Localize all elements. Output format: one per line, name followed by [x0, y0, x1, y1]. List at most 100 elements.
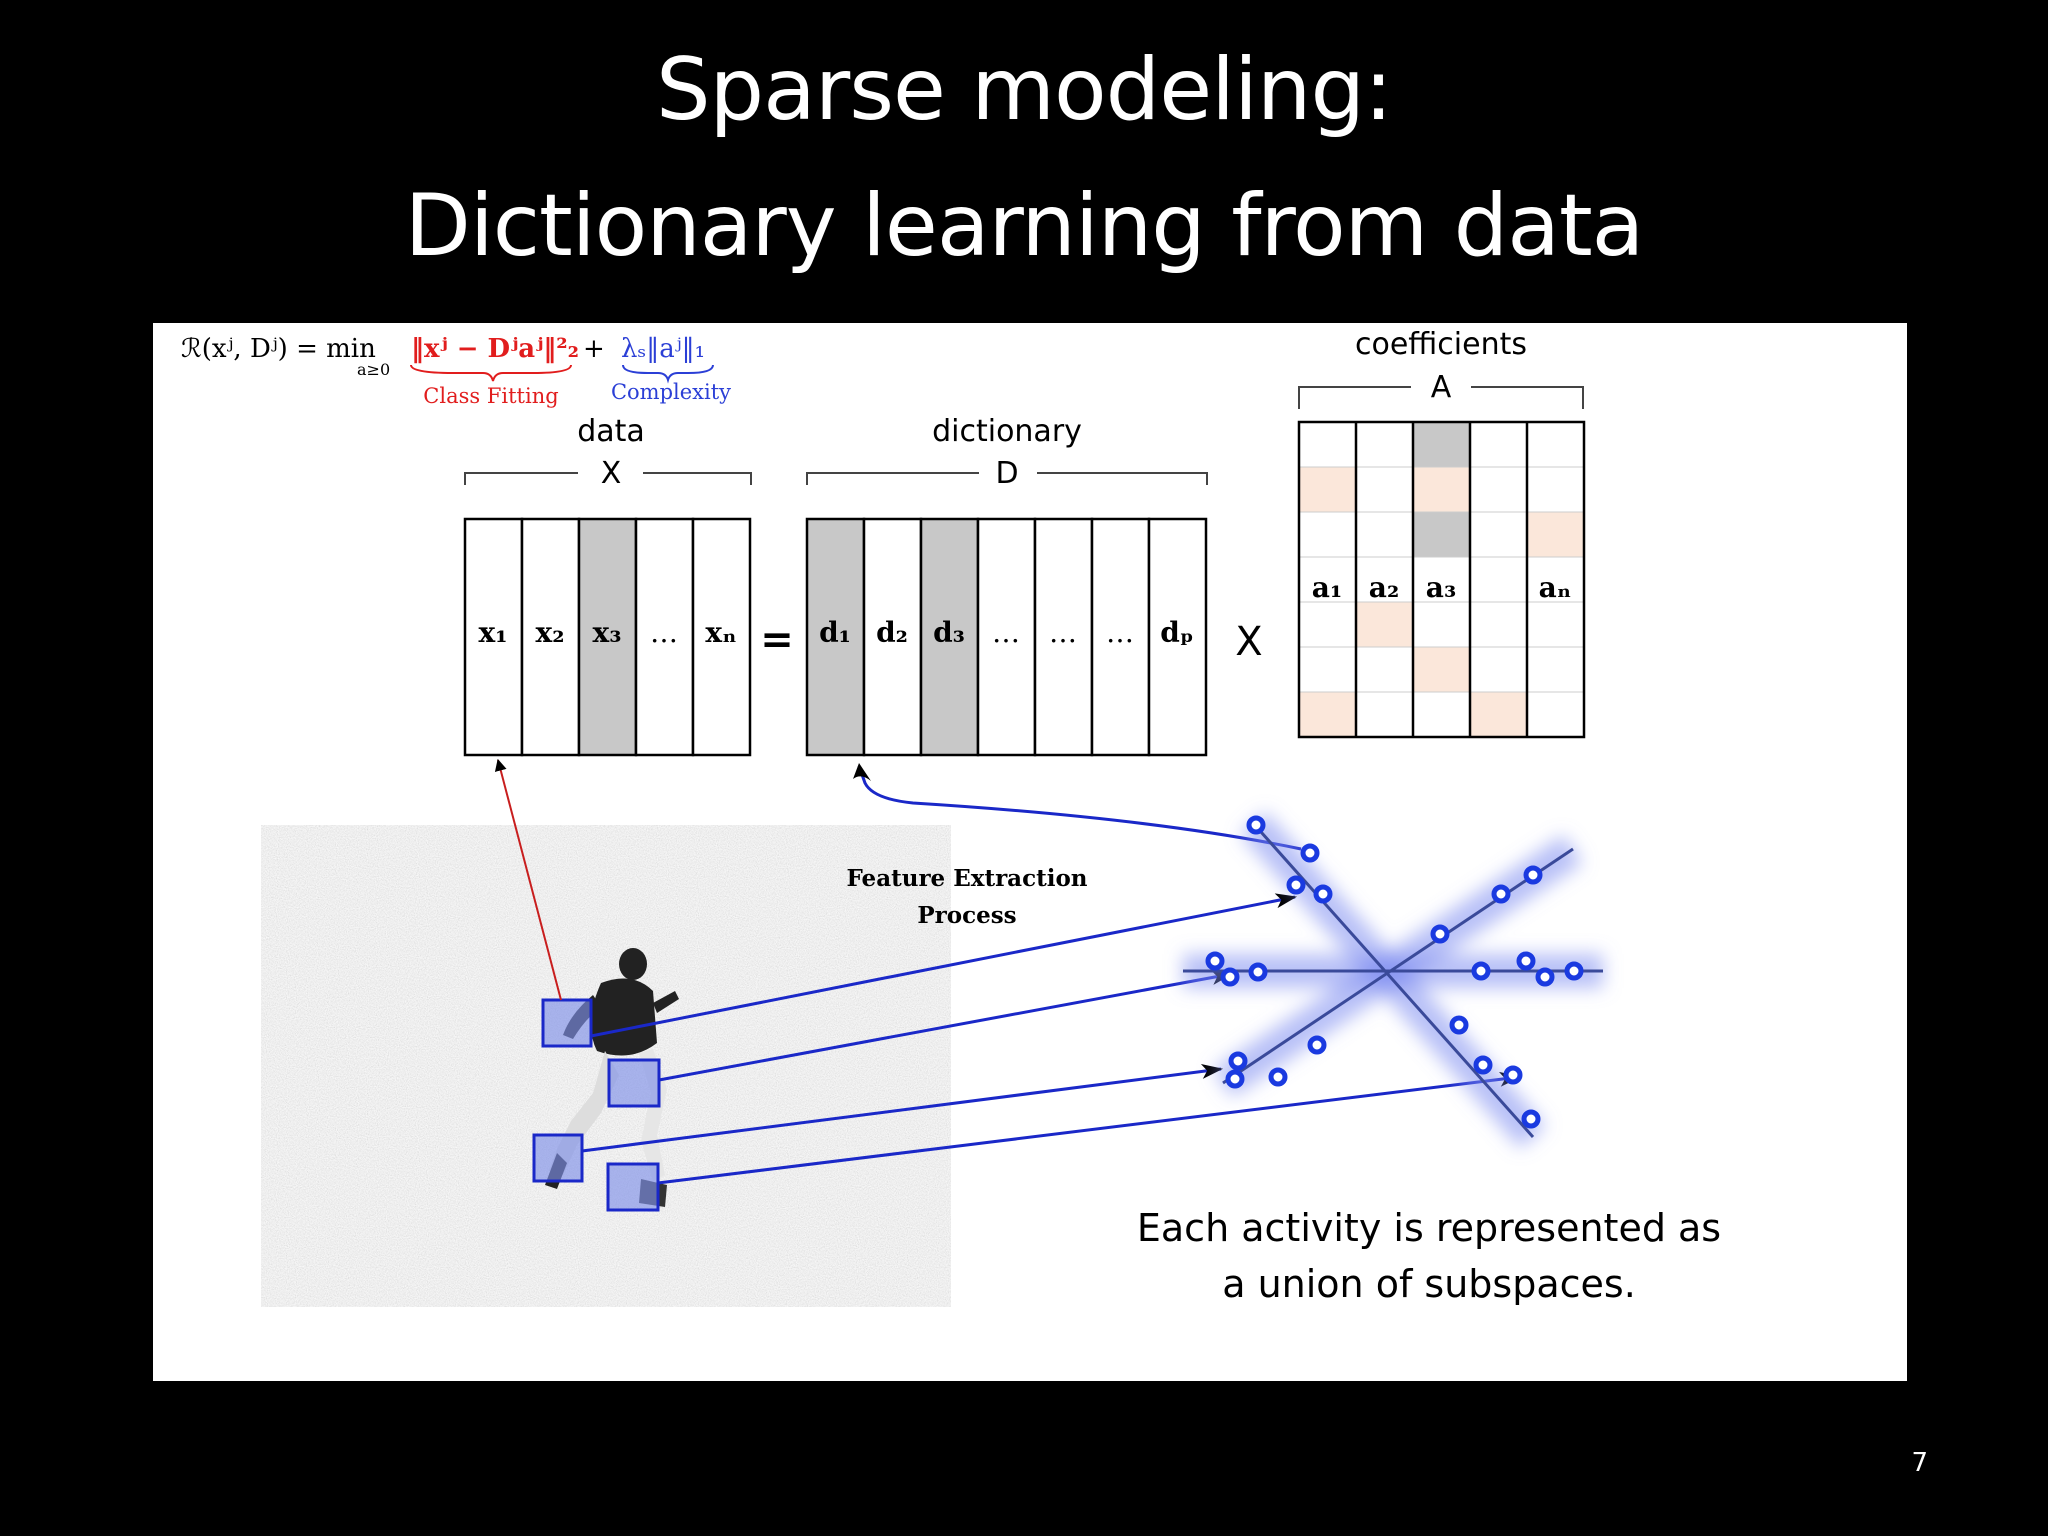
patch-1 [541, 998, 593, 1048]
coefficients-grid [1297, 420, 1586, 739]
formula-fit-term: ‖xʲ − Dʲaʲ‖²₂ [411, 334, 579, 364]
coef-cell [1355, 691, 1414, 738]
subspace-point [1225, 1069, 1245, 1089]
data-col-1: x₁ [479, 616, 508, 649]
coef-cell [1298, 466, 1357, 513]
subspace-point [1246, 815, 1266, 835]
svg-text:a union of subspaces.: a union of subspaces. [1222, 1262, 1636, 1306]
subspace-point [1300, 843, 1320, 863]
data-link-arrow [494, 758, 562, 1001]
coefficients-matrix: coefficients A a₁ a₂ a₃ aₙ [1297, 327, 1586, 739]
coef-cell [1526, 646, 1585, 693]
dictionary-bracket [806, 472, 1208, 485]
subspace-point [1228, 1051, 1248, 1071]
subspace-point [1307, 1035, 1327, 1055]
dict-col-4: … [992, 616, 1020, 649]
diagram-figure: ℛ(xʲ, Dʲ) = min a≥0 ‖xʲ − Dʲaʲ‖²₂ + λₛ‖a… [153, 323, 1907, 1381]
coef-cell [1412, 556, 1471, 603]
formula-complexity-term: λₛ‖aʲ‖₁ [621, 334, 705, 364]
coef-cell [1298, 421, 1357, 468]
data-col-5: xₙ [705, 616, 736, 649]
coef-cell [1298, 556, 1357, 603]
data-matrix: data X x₁ x₂ x₃ … xₙ [463, 414, 752, 757]
coef-cell [1412, 646, 1471, 693]
coef-col-1: a₁ [1312, 571, 1342, 604]
svg-text:Each activity is represented a: Each activity is represented as [1137, 1206, 1721, 1250]
patch-4 [606, 1162, 660, 1212]
caption: Each activity is represented as a union … [1137, 1206, 1721, 1306]
subspace-point [1248, 962, 1268, 982]
coef-cell [1526, 466, 1585, 513]
data-col-4: … [650, 616, 678, 649]
subspace-point [1471, 961, 1491, 981]
dict-col-7: dₚ [1160, 616, 1194, 649]
subspace-point [1564, 961, 1584, 981]
patch-3 [532, 1133, 584, 1183]
coef-cell [1355, 601, 1414, 648]
dict-col-1: d₁ [819, 616, 851, 649]
subspace-point [1430, 924, 1450, 944]
objective-formula: ℛ(xʲ, Dʲ) = min a≥0 ‖xʲ − Dʲaʲ‖²₂ + λₛ‖a… [181, 334, 731, 408]
coef-cell [1469, 646, 1528, 693]
coef-cell [1412, 601, 1471, 648]
complexity-label: Complexity [611, 380, 731, 404]
slide-title-line2: Dictionary learning from data [404, 176, 1645, 276]
coef-col-3: a₃ [1426, 571, 1456, 604]
coef-cell [1298, 511, 1357, 558]
coefficients-symbol: A [1431, 370, 1452, 405]
subspace-point [1503, 1065, 1523, 1085]
subspace-point [1516, 951, 1536, 971]
coef-cell [1355, 421, 1414, 468]
feature-extraction-label: Feature Extraction Process [846, 865, 1087, 929]
subspace-star-icon [1183, 811, 1603, 1149]
formula-min-subscript: a≥0 [357, 360, 390, 379]
dictionary-label: dictionary [932, 414, 1082, 449]
coef-cell [1469, 691, 1528, 738]
subspace-point [1449, 1015, 1469, 1035]
coef-cell [1412, 421, 1471, 468]
coefficients-label: coefficients [1355, 327, 1527, 362]
svg-text:Process: Process [917, 902, 1016, 929]
subspace-point [1220, 967, 1240, 987]
dict-col-6: … [1106, 616, 1134, 649]
coef-cell [1298, 646, 1357, 693]
coef-cell [1412, 691, 1471, 738]
coef-cell [1526, 511, 1585, 558]
coef-col-5: aₙ [1539, 571, 1572, 604]
coef-cell [1469, 466, 1528, 513]
coef-cell [1469, 556, 1528, 603]
subspace-point [1535, 967, 1555, 987]
dictionary-symbol: D [995, 456, 1018, 491]
subspace-point [1313, 884, 1333, 904]
coef-cell [1526, 421, 1585, 468]
data-bracket [464, 472, 752, 485]
class-fitting-label: Class Fitting [423, 384, 558, 408]
coef-cell [1469, 421, 1528, 468]
data-label: data [577, 414, 645, 449]
subspace-point [1491, 884, 1511, 904]
coef-cell [1526, 601, 1585, 648]
patch-2 [607, 1058, 661, 1108]
coef-cell [1355, 511, 1414, 558]
dict-col-5: … [1049, 616, 1077, 649]
dictionary-link-arrowhead [853, 763, 871, 781]
coef-cell [1355, 466, 1414, 513]
coef-cell [1298, 601, 1357, 648]
times-sign: X [1235, 619, 1262, 665]
coef-cell [1412, 466, 1471, 513]
svg-text:Feature Extraction: Feature Extraction [846, 865, 1087, 892]
coef-cell [1298, 691, 1357, 738]
slide-title-line1: Sparse modeling: [655, 40, 1393, 140]
coef-cell [1469, 511, 1528, 558]
data-col-3: x₃ [593, 616, 622, 649]
coefficients-bracket [1298, 386, 1584, 409]
equals-sign: = [760, 617, 794, 663]
complexity-brace [622, 364, 714, 384]
subspace-point [1205, 951, 1225, 971]
subspace-point [1521, 1109, 1541, 1129]
coef-cell [1469, 601, 1528, 648]
data-symbol: X [601, 456, 622, 491]
dictionary-matrix: dictionary D d₁ d₂ d₃ … … … dₚ [805, 414, 1208, 757]
data-col-2: x₂ [536, 616, 565, 649]
dict-col-3: d₃ [933, 616, 965, 649]
